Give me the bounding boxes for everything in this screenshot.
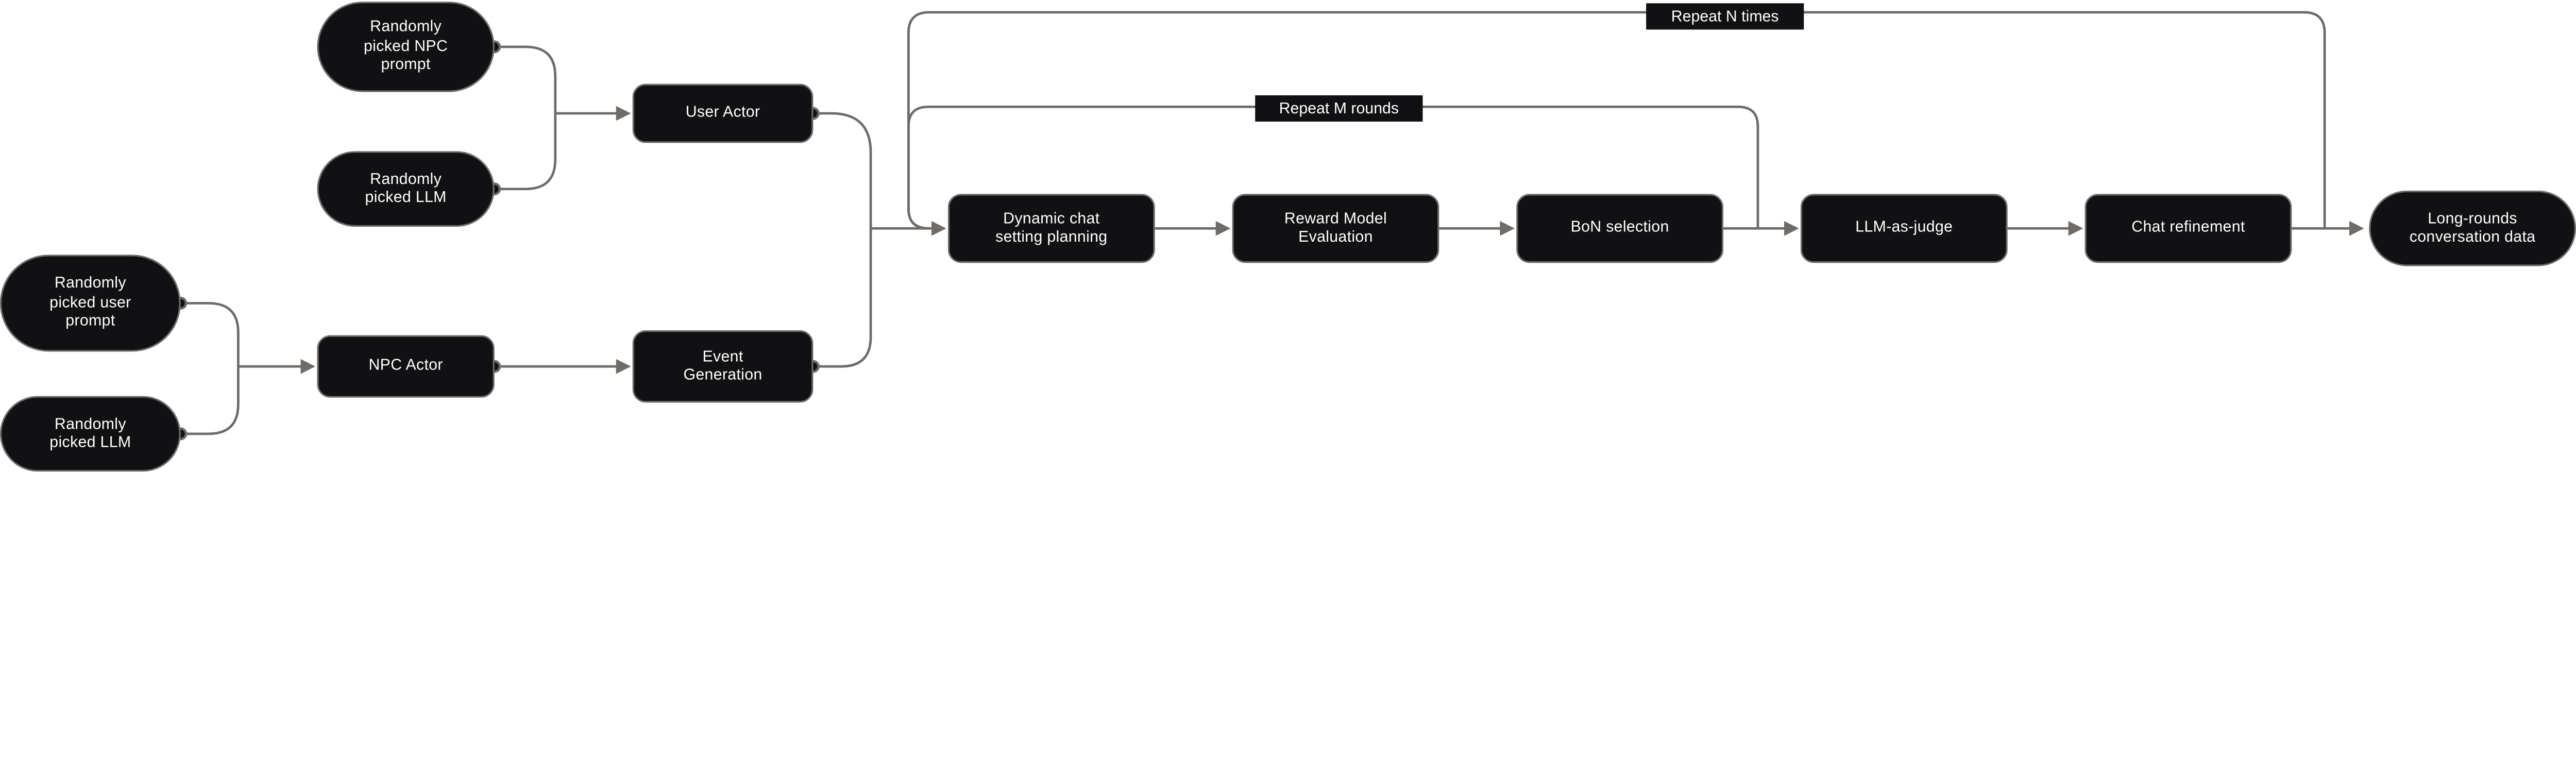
edge-event-generation-up xyxy=(813,228,872,368)
node-randomly-picked-npc-prompt: Randomly picked NPC prompt xyxy=(317,2,495,92)
arrowhead-icon xyxy=(616,106,631,121)
node-randomly-picked-llm-npc-side: Randomly picked LLM xyxy=(0,396,181,472)
loop-label-repeat-m-rounds: Repeat M rounds xyxy=(1255,95,1423,122)
node-dynamic-chat-setting-planning: Dynamic chat setting planning xyxy=(947,194,1155,263)
diagram-canvas: Randomly picked NPC prompt Randomly pick… xyxy=(0,2,2576,472)
arrowhead-icon xyxy=(1784,221,1799,236)
node-event-generation: Event Generation xyxy=(632,330,814,403)
node-long-rounds-conversation-data: Long-rounds conversation data xyxy=(2369,190,2576,266)
edge-llm-npc-out xyxy=(180,366,240,435)
arrowhead-icon xyxy=(300,359,316,374)
node-chat-refinement: Chat refinement xyxy=(2084,194,2292,263)
loop-label-repeat-n-times: Repeat N times xyxy=(1646,3,1804,30)
edge-user-prompt-out xyxy=(180,301,240,367)
edge-loop-repeat-m xyxy=(907,105,1759,230)
arrowhead-icon xyxy=(2349,221,2364,236)
arrowhead-icon xyxy=(931,221,946,236)
arrowhead-icon xyxy=(2068,221,2083,236)
arrowhead-icon xyxy=(1500,221,1515,236)
edge-npc-prompt-out xyxy=(494,45,557,114)
edge-llm-user-out xyxy=(494,113,557,191)
node-randomly-picked-user-prompt: Randomly picked user prompt xyxy=(0,255,181,352)
arrowhead-icon xyxy=(1215,221,1231,236)
edge-user-actor-down xyxy=(813,112,872,229)
node-randomly-picked-llm-user-side: Randomly picked LLM xyxy=(317,151,495,227)
node-llm-as-judge: LLM-as-judge xyxy=(1800,194,2008,263)
node-user-actor: User Actor xyxy=(632,83,814,143)
node-reward-model-evaluation: Reward Model Evaluation xyxy=(1232,194,1439,263)
node-bon-selection: BoN selection xyxy=(1516,194,1724,263)
edges-layer xyxy=(174,11,2364,441)
node-npc-actor: NPC Actor xyxy=(317,335,495,398)
arrowhead-icon xyxy=(616,359,631,374)
